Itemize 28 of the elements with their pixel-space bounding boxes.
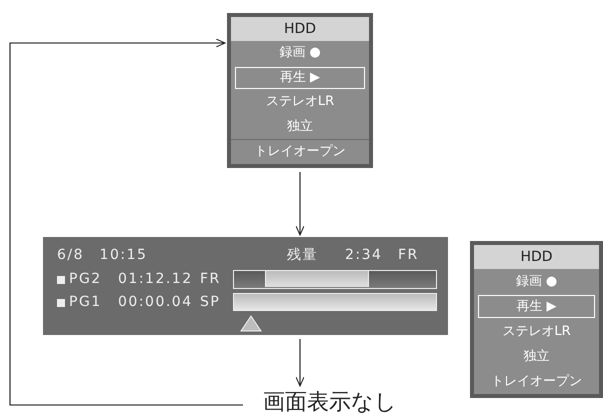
remaining-label: 残量: [287, 246, 318, 264]
menu-item: 独立: [286, 118, 314, 136]
selected-menu-item: 再生 ▶: [235, 66, 365, 90]
menu-header: HDD: [231, 17, 369, 41]
return-arrow: [9, 38, 243, 406]
arrow: [296, 339, 304, 386]
mode-label: SP: [200, 293, 220, 311]
menu-panel: [227, 13, 373, 168]
menu-item: ステレオLR: [264, 93, 336, 112]
menu-item: トレイオープン: [231, 139, 369, 165]
status-panel: [43, 237, 448, 335]
menu-panel: [470, 241, 603, 398]
mode-label: FR: [200, 270, 221, 288]
selected-menu-item: 再生 ▶: [478, 295, 595, 318]
menu-item: 独立: [522, 348, 550, 366]
menu-item: 録画 ●: [514, 273, 558, 291]
menu-header: HDD: [474, 245, 599, 269]
elapsed-time: 00:00.04: [118, 293, 193, 311]
caption-text: 画面表示なし: [245, 388, 415, 418]
program-label: PG1: [69, 293, 102, 311]
remaining-time: 2:34 FR: [345, 246, 419, 264]
arrow: [296, 172, 304, 236]
menu-item: 録画 ●: [278, 44, 322, 62]
menu-item: トレイオープン: [490, 373, 583, 391]
elapsed-time: 01:12.12: [118, 270, 193, 288]
menu-item: ステレオLR: [501, 323, 572, 341]
program-label: PG2: [69, 270, 102, 288]
date-time: 6/8 10:15: [57, 246, 148, 264]
